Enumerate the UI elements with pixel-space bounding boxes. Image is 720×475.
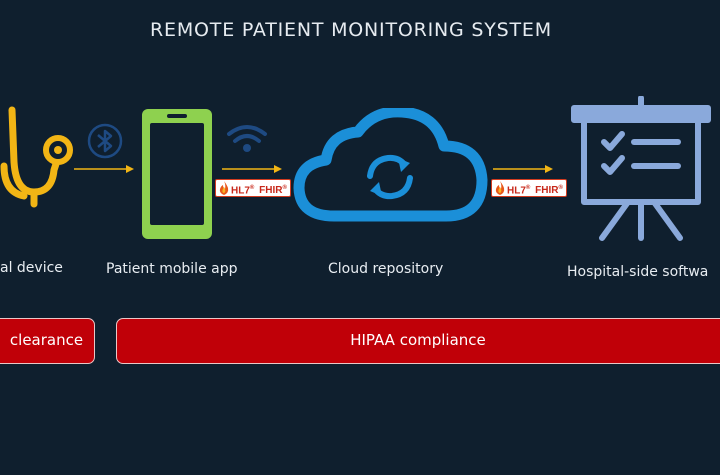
fhir-flame-icon: [495, 181, 505, 195]
node-label-device: al device: [0, 260, 63, 276]
connector-device-app-arrow: [74, 165, 134, 173]
bluetooth-icon: [87, 123, 123, 159]
node-label-app: Patient mobile app: [106, 261, 238, 277]
registered-mark: ®: [282, 185, 287, 191]
smartphone-icon: [142, 109, 212, 239]
stethoscope-icon: [0, 106, 73, 208]
node-label-cloud: Cloud repository: [328, 261, 444, 277]
fhir-text: FHIR: [259, 185, 283, 197]
clearance-bar: clearance: [0, 318, 95, 364]
cloud-sync-icon: [293, 108, 488, 222]
registered-mark: ®: [525, 185, 531, 191]
hl7-text: HL7: [231, 185, 250, 197]
fhir-text: FHIR: [535, 185, 559, 197]
node-label-hospital: Hospital-side softwa: [567, 264, 709, 280]
hl7-fhir-badge: HL7® FHIR®: [215, 179, 291, 197]
fhir-flame-icon: [219, 181, 229, 195]
clearance-bar-label: clearance: [9, 331, 84, 349]
hl7-text: HL7: [507, 185, 526, 197]
wifi-icon: [227, 125, 267, 152]
page-title: REMOTE PATIENT MONITORING SYSTEM: [150, 19, 552, 41]
hipaa-compliance-bar: HIPAA compliance: [116, 318, 720, 364]
registered-mark: ®: [558, 185, 563, 191]
hl7-fhir-badge: HL7® FHIR®: [491, 179, 567, 197]
connector-app-cloud-arrow: [222, 165, 282, 173]
connector-cloud-hospital-arrow: [493, 165, 553, 173]
hipaa-compliance-bar-label: HIPAA compliance: [350, 331, 486, 349]
registered-mark: ®: [249, 185, 255, 191]
presentation-board-icon: [571, 96, 711, 241]
